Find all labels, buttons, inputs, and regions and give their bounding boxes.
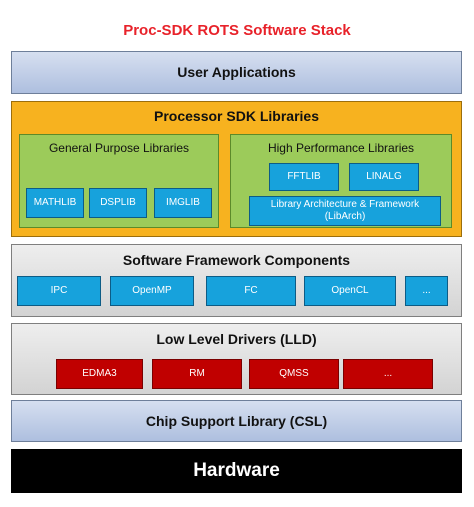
layer-processor-sdk-libraries: Processor SDK Libraries General Purpose … (11, 101, 462, 237)
lib-linalg: LINALG (349, 163, 419, 191)
group-general-purpose-libraries: General Purpose Libraries MATHLIB DSPLIB… (19, 134, 219, 228)
layer-processor-sdk-libraries-label: Processor SDK Libraries (154, 108, 319, 124)
component-openmp: OpenMP (110, 276, 194, 306)
layer-hardware-label: Hardware (193, 460, 280, 481)
component-more: ... (405, 276, 448, 306)
layer-user-applications-label: User Applications (177, 64, 296, 80)
layer-chip-support-library-label: Chip Support Library (CSL) (145, 413, 328, 429)
layer-user-applications: User Applications (11, 51, 462, 94)
driver-edma3: EDMA3 (56, 359, 143, 389)
group-high-performance-libraries: High Performance Libraries FFTLIB LINALG… (230, 134, 452, 228)
component-opencl: OpenCL (304, 276, 396, 306)
layer-chip-support-library: Chip Support Library (CSL) (11, 400, 462, 442)
group-general-purpose-label: General Purpose Libraries (48, 141, 190, 155)
driver-qmss: QMSS (249, 359, 339, 389)
driver-more: ... (343, 359, 433, 389)
lib-fftlib: FFTLIB (269, 163, 339, 191)
group-high-performance-label: High Performance Libraries (267, 141, 415, 155)
component-fc: FC (206, 276, 296, 306)
lib-mathlib: MATHLIB (26, 188, 84, 218)
layer-hardware: Hardware (11, 449, 462, 493)
layer-low-level-drivers: Low Level Drivers (LLD) EDMA3 RM QMSS ..… (11, 323, 462, 395)
driver-rm: RM (152, 359, 242, 389)
component-ipc: IPC (17, 276, 101, 306)
lib-libarch-framework: Library Architecture & Framework (LibArc… (249, 196, 441, 226)
layer-software-framework-label: Software Framework Components (122, 252, 351, 268)
diagram-title: Proc-SDK ROTS Software Stack (123, 22, 351, 39)
layer-low-level-drivers-label: Low Level Drivers (LLD) (156, 331, 317, 347)
lib-imglib: IMGLIB (154, 188, 212, 218)
layer-software-framework-components: Software Framework Components IPC OpenMP… (11, 244, 462, 317)
lib-dsplib: DSPLIB (89, 188, 147, 218)
